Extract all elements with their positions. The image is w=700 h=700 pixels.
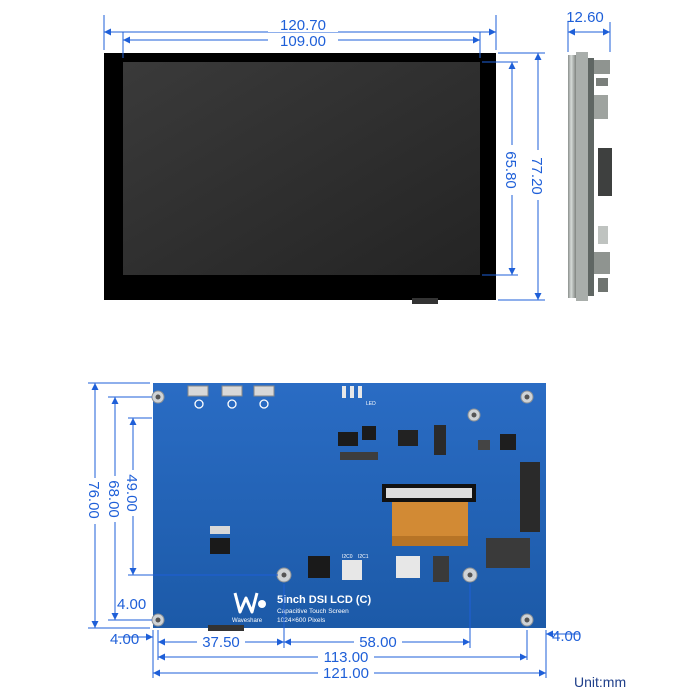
front-view: 120.70 109.00 65.80 77.20	[103, 15, 548, 304]
dim-outer-width: 120.70	[280, 17, 326, 34]
back-view: LED	[82, 382, 581, 682]
power-icon	[194, 399, 204, 409]
pcb-board	[153, 383, 546, 628]
dim-total-height: 76.00	[85, 481, 102, 519]
side-pcb	[588, 58, 594, 296]
brightness-up-icon	[227, 399, 237, 409]
fpc-tab	[412, 298, 438, 304]
dim-active-height: 65.80	[502, 151, 519, 189]
dim-outer-height: 77.20	[528, 157, 545, 195]
mounting-holes	[151, 390, 534, 627]
back-vertical-dims: 76.00 68.00 49.00 4.00	[82, 382, 278, 629]
pcb-leds: LED	[342, 386, 376, 407]
dim-thickness: 12.60	[566, 9, 604, 26]
i2c0-label: I2C0	[342, 554, 353, 560]
brand-label: Waveshare	[232, 618, 263, 624]
pcb-subtitle: Capacitive Touch Screen	[277, 608, 349, 615]
dim-edge-offset-v: 4.00	[117, 596, 146, 613]
waveshare-logo: Waveshare	[232, 592, 266, 624]
back-horizontal-dims: 4.00 4.00 37.50 58.00 113.00 121.00	[110, 584, 581, 682]
fpc-connector	[382, 484, 476, 546]
dim-hole-gap: 58.00	[359, 634, 397, 651]
led-label: LED	[366, 401, 376, 407]
dim-hole-offset-x: 37.50	[202, 634, 240, 651]
i2c1-label: I2C1	[358, 554, 369, 560]
pcb-components	[208, 425, 540, 631]
dim-edge-offset-left: 4.00	[110, 631, 139, 648]
side-view: 12.60	[566, 9, 612, 301]
pcb-buttons	[187, 385, 275, 409]
unit-label: Unit:mm	[574, 674, 627, 690]
pcb-resolution: 1024×600 Pixels	[277, 617, 326, 624]
display-active-area	[123, 62, 480, 275]
side-panel	[576, 52, 588, 301]
dim-hole-to-mid: 49.00	[123, 474, 140, 512]
side-glass	[568, 55, 576, 298]
dim-active-width: 109.00	[280, 33, 326, 50]
dim-hole-span-h: 113.00	[324, 649, 369, 666]
dim-edge-offset-right: 4.00	[552, 628, 581, 645]
dim-total-width: 121.00	[323, 665, 369, 682]
dim-hole-span-v: 68.00	[105, 480, 122, 518]
brightness-down-icon	[259, 399, 269, 409]
pcb-title: 5inch DSI LCD (C)	[277, 594, 371, 606]
